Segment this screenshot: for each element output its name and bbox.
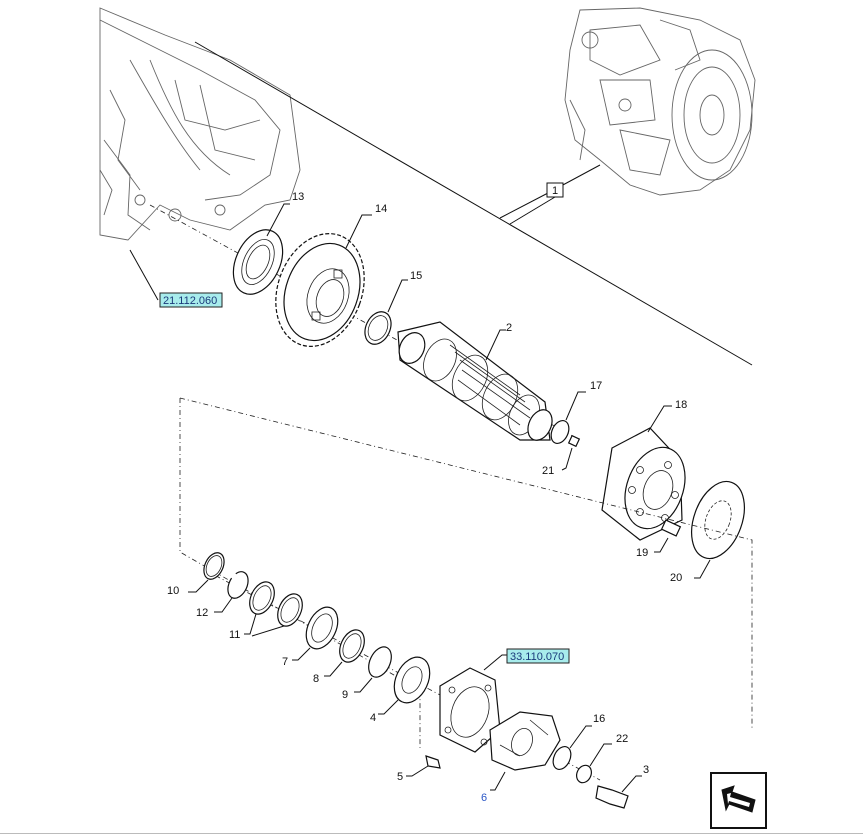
top-frame-line	[194, 41, 753, 366]
callout-2: 2	[506, 322, 512, 334]
callout-20: 20	[670, 572, 682, 584]
seal-part-4	[378, 656, 431, 715]
circlip-part-12	[214, 571, 249, 613]
callout-10: 10	[167, 585, 179, 597]
snap-ring-part-15	[364, 279, 408, 345]
lower-frame-line	[179, 397, 753, 748]
washer-part-22	[576, 743, 612, 784]
bearing-part-13	[232, 203, 290, 295]
pin-part-21	[561, 434, 581, 471]
yoke-part-6	[489, 711, 561, 791]
callout-16: 16	[593, 713, 605, 725]
callout-1: 1	[552, 185, 558, 197]
callout-22: 22	[616, 733, 628, 745]
oring-part-9	[354, 646, 392, 693]
gear-part-14	[275, 214, 372, 347]
reference-link-top-label: 21.112.060	[163, 295, 217, 307]
callout-6: 6	[481, 792, 487, 804]
callout-labels: 1 2 3 4 5 6 7 8 9 10 11 12 13 14 15 16 1…	[167, 182, 687, 804]
reference-link-bottom-label: 33.110.070	[510, 651, 564, 663]
bolt-part-3	[595, 775, 642, 809]
back-arrow-icon	[721, 785, 756, 813]
callout-12: 12	[196, 607, 208, 619]
bottom-divider	[0, 833, 863, 834]
callout-4: 4	[370, 712, 376, 724]
callout-5: 5	[397, 771, 403, 783]
reference-link-bottom[interactable]: 33.110.070	[506, 648, 570, 664]
callout-9: 9	[342, 689, 348, 701]
callout-14: 14	[375, 203, 387, 215]
clutch-hub-part-18	[601, 405, 686, 541]
cover-housing	[439, 654, 508, 753]
ring-part-17	[550, 391, 586, 444]
callout-13: 13	[292, 191, 304, 203]
callout-18: 18	[675, 399, 687, 411]
callout-15: 15	[410, 270, 422, 282]
ring-part-8	[324, 629, 365, 677]
spring-part-19	[654, 519, 682, 553]
back-navigation-button[interactable]	[710, 772, 767, 829]
friction-disc-part-20	[691, 480, 745, 579]
transmission-housing-drawing	[99, 7, 301, 301]
callout-19: 19	[636, 547, 648, 559]
reference-link-top[interactable]: 21.112.060	[159, 292, 223, 308]
callout-3: 3	[643, 764, 649, 776]
callout-8: 8	[313, 673, 319, 685]
washers-part-11	[244, 581, 303, 637]
bearing-part-7	[292, 606, 339, 661]
callout-11: 11	[229, 629, 240, 641]
transmission-assembly-thumbnail	[564, 7, 756, 196]
ring-part-10	[188, 552, 225, 593]
callout-21: 21	[542, 465, 554, 477]
callout-7: 7	[282, 656, 288, 668]
oring-part-16	[552, 725, 592, 770]
bolt-part-5	[406, 755, 441, 777]
main-shaft-part-2	[397, 321, 553, 441]
callout-17: 17	[590, 380, 602, 392]
